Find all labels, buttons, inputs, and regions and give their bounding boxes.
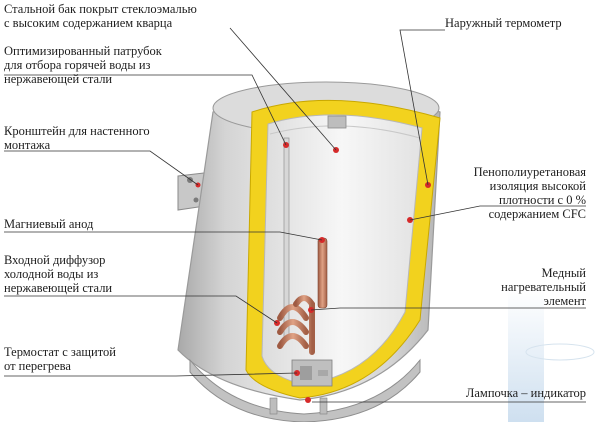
label-line: Кронштейн для настенного [4, 124, 150, 138]
label-line: Магниевый анод [4, 217, 94, 231]
label-line: содержанием CFC [488, 207, 586, 221]
label-foam-insulation: Пенополиуретановая изоляция высокой плот… [474, 165, 586, 221]
leader-heater [310, 307, 586, 311]
label-copper-heater: Медный нагревательный элемент [501, 266, 586, 308]
label-line: с высоким содержанием кварца [4, 16, 173, 30]
leader-inlet [4, 295, 278, 324]
label-line: Термостат с защитой [4, 345, 116, 359]
label-external-thermometer: Наружный термометр [445, 16, 562, 30]
label-line: от перегрева [4, 359, 71, 373]
leader-lines [4, 27, 586, 403]
label-wall-bracket: Кронштейн для настенного монтажа [4, 124, 150, 152]
label-line: нержавеющей стали [4, 72, 113, 86]
background-watermark-curve [525, 343, 595, 361]
copper-heating-element [277, 295, 315, 355]
leader-thermostat [4, 372, 298, 377]
label-line: элемент [543, 294, 586, 308]
label-line: нержавеющей стали [4, 281, 113, 295]
leader-bracket [4, 150, 199, 186]
label-indicator-lamp: Лампочка – индикатор [466, 386, 586, 400]
label-line: Пенополиуретановая [473, 165, 586, 179]
label-line: Оптимизированный патрубок [4, 44, 162, 58]
label-line: холодной воды из [4, 267, 99, 281]
leader-tank [229, 27, 337, 151]
label-thermostat: Термостат с защитой от перегрева [4, 345, 116, 373]
label-line: для отбора горячей воды из [4, 58, 151, 72]
label-line: Медный [541, 266, 586, 280]
leader-outlet [4, 74, 287, 146]
label-line: Входной диффузор [4, 253, 106, 267]
label-inlet-diffuser: Входной диффузор холодной воды из нержав… [4, 253, 112, 295]
background-watermark [508, 290, 544, 422]
label-line: нагревательный [501, 280, 586, 294]
label-line: Лампочка – индикатор [465, 386, 586, 400]
magnesium-anode [317, 237, 328, 309]
label-line: монтажа [4, 138, 51, 152]
leader-foam [409, 205, 586, 221]
leader-thermometer [399, 29, 445, 186]
label-line: изоляция высокой [489, 179, 586, 193]
label-line: плотности с 0 % [498, 193, 586, 207]
thermostat [291, 359, 333, 387]
label-magnesium-anode: Магниевый анод [4, 217, 93, 231]
label-line: Наружный термометр [445, 16, 562, 30]
label-steel-tank: Стальной бак покрыт стеклоэмалью с высок… [4, 2, 197, 30]
indicator-lamp [269, 397, 328, 415]
label-hot-water-outlet: Оптимизированный патрубок для отбора гор… [4, 44, 162, 86]
label-line: Стальной бак покрыт стеклоэмалью [4, 2, 197, 16]
leader-anode [4, 231, 323, 241]
